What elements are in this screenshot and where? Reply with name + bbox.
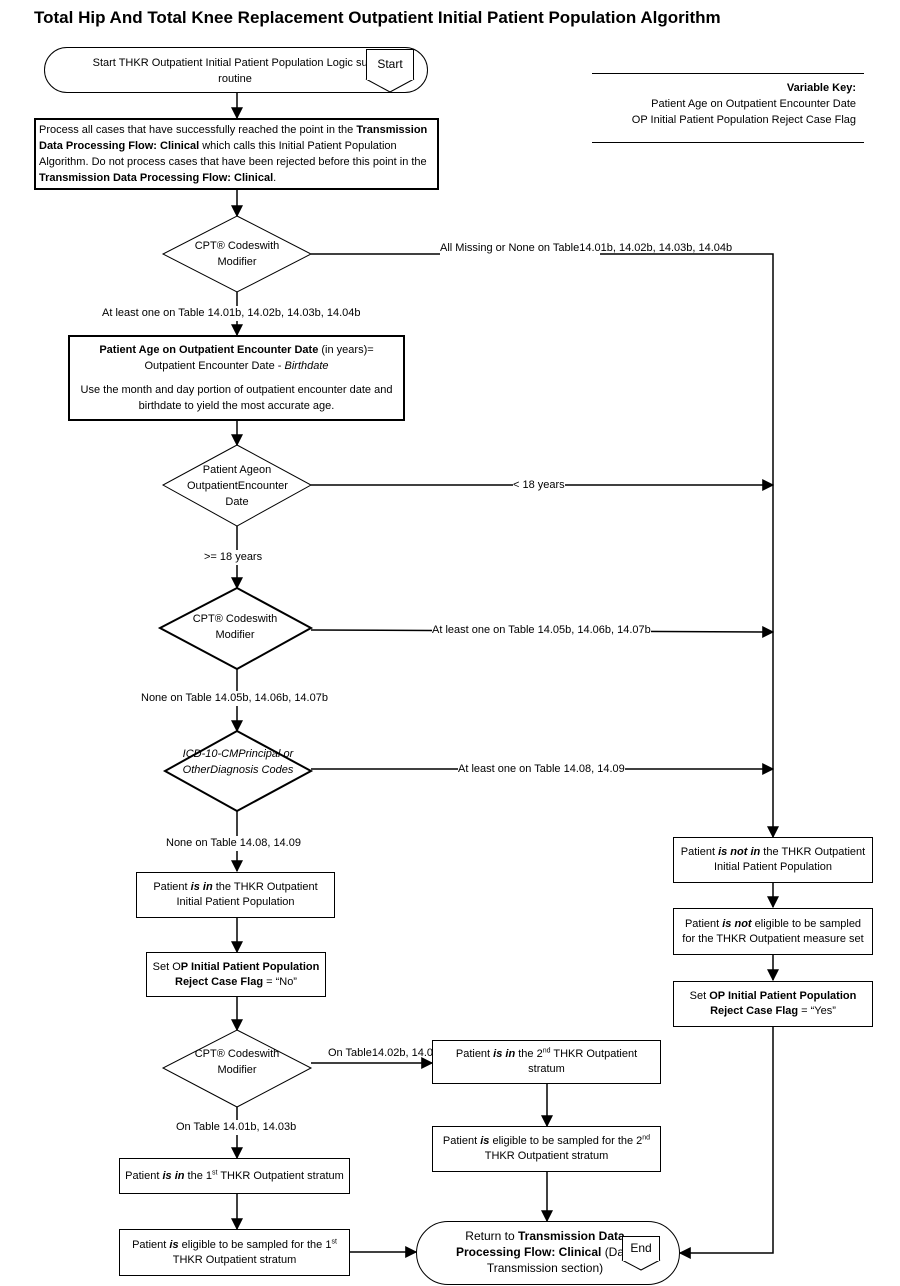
patient-eligible-2nd-stratum-box: Patient is eligible to be sampled for th…	[432, 1126, 661, 1172]
patient-in-1st-stratum-box: Patient is in the 1st THKR Outpatient st…	[119, 1158, 350, 1194]
page-title: Total Hip And Total Knee Replacement Out…	[34, 8, 721, 27]
patient-not-eligible-box: Patient is not eligible to be sampled fo…	[673, 908, 873, 955]
end-tag: End	[622, 1236, 660, 1260]
label-all-missing: All Missing or None on Table14.01b, 14.0…	[440, 241, 733, 256]
label-under-18: < 18 years	[513, 478, 565, 493]
decision-cpt-codes-1	[161, 215, 313, 293]
decision-patient-age	[161, 444, 313, 527]
label-at-least-one-14-01b: At least one on Table 14.01b, 14.02b, 14…	[102, 306, 361, 321]
decision-patient-age-text: Patient Ageon OutpatientEncounter Date	[187, 464, 288, 508]
label-18-and-over: >= 18 years	[204, 550, 263, 565]
label-on-table-14-02b: On Table14.02b, 14.04b	[328, 1046, 446, 1061]
start-terminal	[44, 47, 428, 93]
label-none-14-08: None on Table 14.08, 14.09	[166, 836, 301, 851]
variable-key-item: Patient Age on Outpatient Encounter Date	[651, 98, 856, 110]
set-reject-flag-no-box: Set OP Initial Patient Population Reject…	[146, 952, 326, 997]
start-tag: Start	[366, 49, 414, 79]
decision-icd-10-cm	[162, 729, 314, 813]
decision-icd-10-cm-text: ICD-10-CMPrincipal or OtherDiagnosis Cod…	[182, 748, 294, 776]
patient-age-box: Patient Age on Outpatient Encounter Date…	[68, 335, 405, 421]
patient-in-2nd-stratum-box: Patient is in the 2nd THKR Outpatient st…	[432, 1040, 661, 1084]
decision-cpt-codes-1-text: CPT® Codeswith Modifier	[194, 240, 280, 268]
start-text: Start THKR Outpatient Initial Patient Po…	[92, 57, 378, 85]
label-none-14-05b: None on Table 14.05b, 14.06b, 14.07b	[141, 691, 328, 706]
patient-not-in-ipp-box: Patient is not in the THKR Outpatient In…	[673, 837, 873, 883]
decision-cpt-codes-2	[157, 586, 314, 671]
variable-key: Variable Key: Patient Age on Outpatient …	[592, 73, 864, 143]
process-cases-box: Process all cases that have successfully…	[34, 118, 439, 190]
label-at-least-one-14-05b: At least one on Table 14.05b, 14.06b, 14…	[432, 623, 651, 638]
variable-key-heading: Variable Key:	[786, 82, 856, 94]
decision-cpt-codes-3-text: CPT® Codeswith Modifier	[194, 1048, 280, 1076]
decision-cpt-codes-2-text: CPT® Codeswith Modifier	[192, 613, 278, 641]
label-on-table-14-01b: On Table 14.01b, 14.03b	[176, 1120, 297, 1135]
patient-eligible-1st-stratum-box: Patient is eligible to be sampled for th…	[119, 1229, 350, 1276]
label-at-least-one-14-08: At least one on Table 14.08, 14.09	[458, 762, 625, 777]
patient-in-ipp-box: Patient is in the THKR Outpatient Initia…	[136, 872, 335, 918]
variable-key-item: OP Initial Patient Population Reject Cas…	[631, 114, 856, 126]
end-text: Return to Transmission Data Processing F…	[455, 1229, 635, 1275]
set-reject-flag-yes-box: Set OP Initial Patient Population Reject…	[673, 981, 873, 1027]
decision-cpt-codes-3	[161, 1029, 313, 1108]
